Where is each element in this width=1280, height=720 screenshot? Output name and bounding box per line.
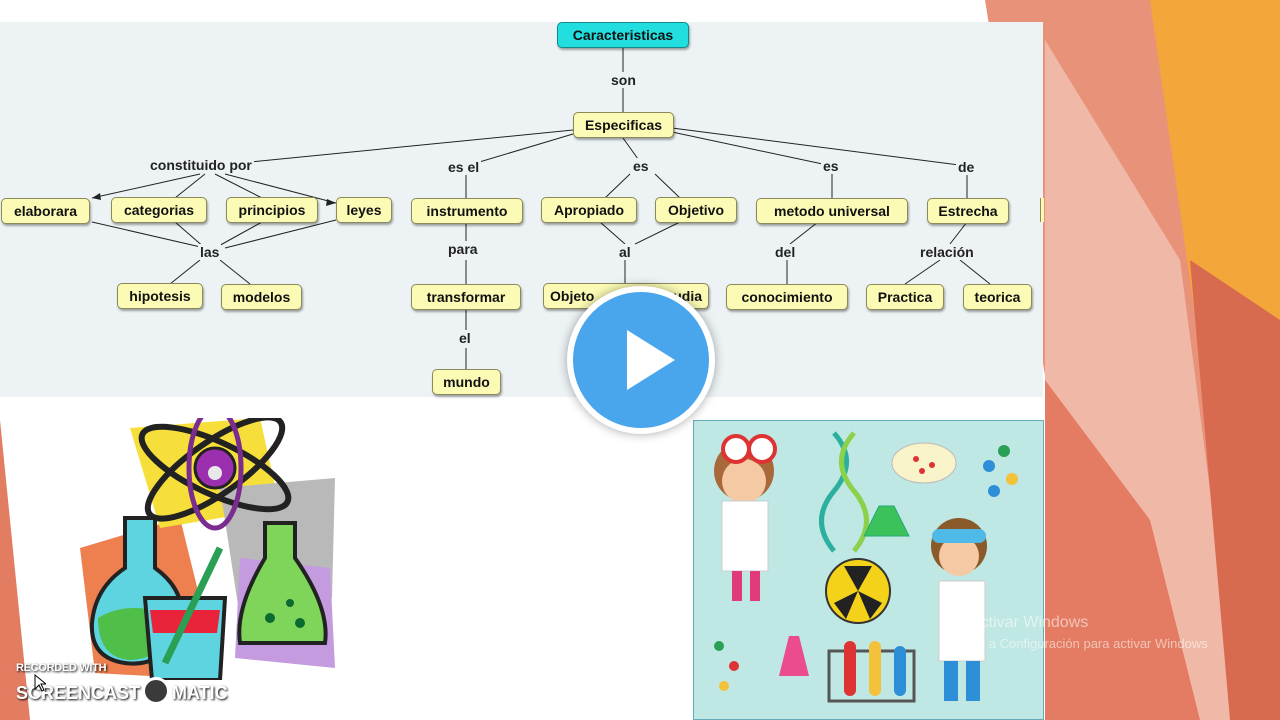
node-practica: Practica	[866, 284, 944, 310]
node-teorica: teorica	[963, 284, 1032, 310]
node-caracteristicas: Caracteristicas	[557, 22, 689, 48]
screencast-logo-text: SCREENCAST MATIC	[16, 677, 228, 708]
matic-word: MATIC	[172, 682, 228, 703]
link-label-del: del	[773, 244, 798, 260]
link-label-para: para	[446, 241, 480, 257]
node-hipotesis: hipotesis	[117, 283, 203, 309]
node-apropiado: Apropiado	[541, 197, 637, 223]
node-elaborara: elaborara	[1, 198, 90, 224]
link-label-es: es	[631, 158, 651, 174]
link-label-relacion: relación	[918, 244, 976, 260]
link-label-es-2: es	[821, 158, 841, 174]
node-conocimiento: conocimiento	[726, 284, 848, 310]
node-estrecha: Estrecha	[927, 198, 1009, 224]
concept-map-connectors	[91, 46, 991, 370]
science-kids-illustration	[693, 420, 1044, 720]
screencast-badge: RECORDED WITH SCREENCAST MATIC	[16, 662, 228, 705]
play-button[interactable]	[567, 286, 715, 434]
play-icon	[627, 330, 675, 390]
link-label-constituido-por: constituido por	[148, 157, 254, 173]
node-categorias: categorias	[111, 197, 207, 223]
concept-map: Caracteristicas son Especificas constitu…	[0, 22, 1044, 397]
node-principios: principios	[226, 197, 318, 223]
link-label-las: las	[198, 244, 222, 260]
node-modelos: modelos	[221, 284, 302, 310]
windows-activation-subtitle: Ve a Configuración para activar Windows	[970, 636, 1208, 651]
recorded-with-label: RECORDED WITH	[16, 662, 107, 674]
link-label-es-el: es el	[446, 159, 482, 175]
link-label-de: de	[956, 159, 977, 175]
mouse-cursor-icon	[34, 674, 46, 692]
link-label-son: son	[609, 72, 638, 88]
link-label-al: al	[617, 244, 633, 260]
screencast-word: SCREENCAST	[16, 682, 141, 703]
link-label-el: el	[457, 330, 473, 346]
node-objeto-text: Objeto	[550, 288, 595, 304]
node-leyes: leyes	[336, 197, 392, 223]
node-partial-edge	[1040, 198, 1044, 222]
node-especificas: Especificas	[573, 112, 674, 138]
node-metodo-universal: metodo universal	[756, 198, 908, 224]
windows-activation-title: Activar Windows	[970, 614, 1089, 631]
node-transformar: transformar	[411, 284, 521, 310]
node-objetivo: Objetivo	[655, 197, 737, 223]
screencast-logo-icon	[142, 677, 171, 705]
science-clipart	[80, 418, 335, 680]
node-mundo: mundo	[432, 369, 501, 395]
node-instrumento: instrumento	[411, 198, 523, 224]
